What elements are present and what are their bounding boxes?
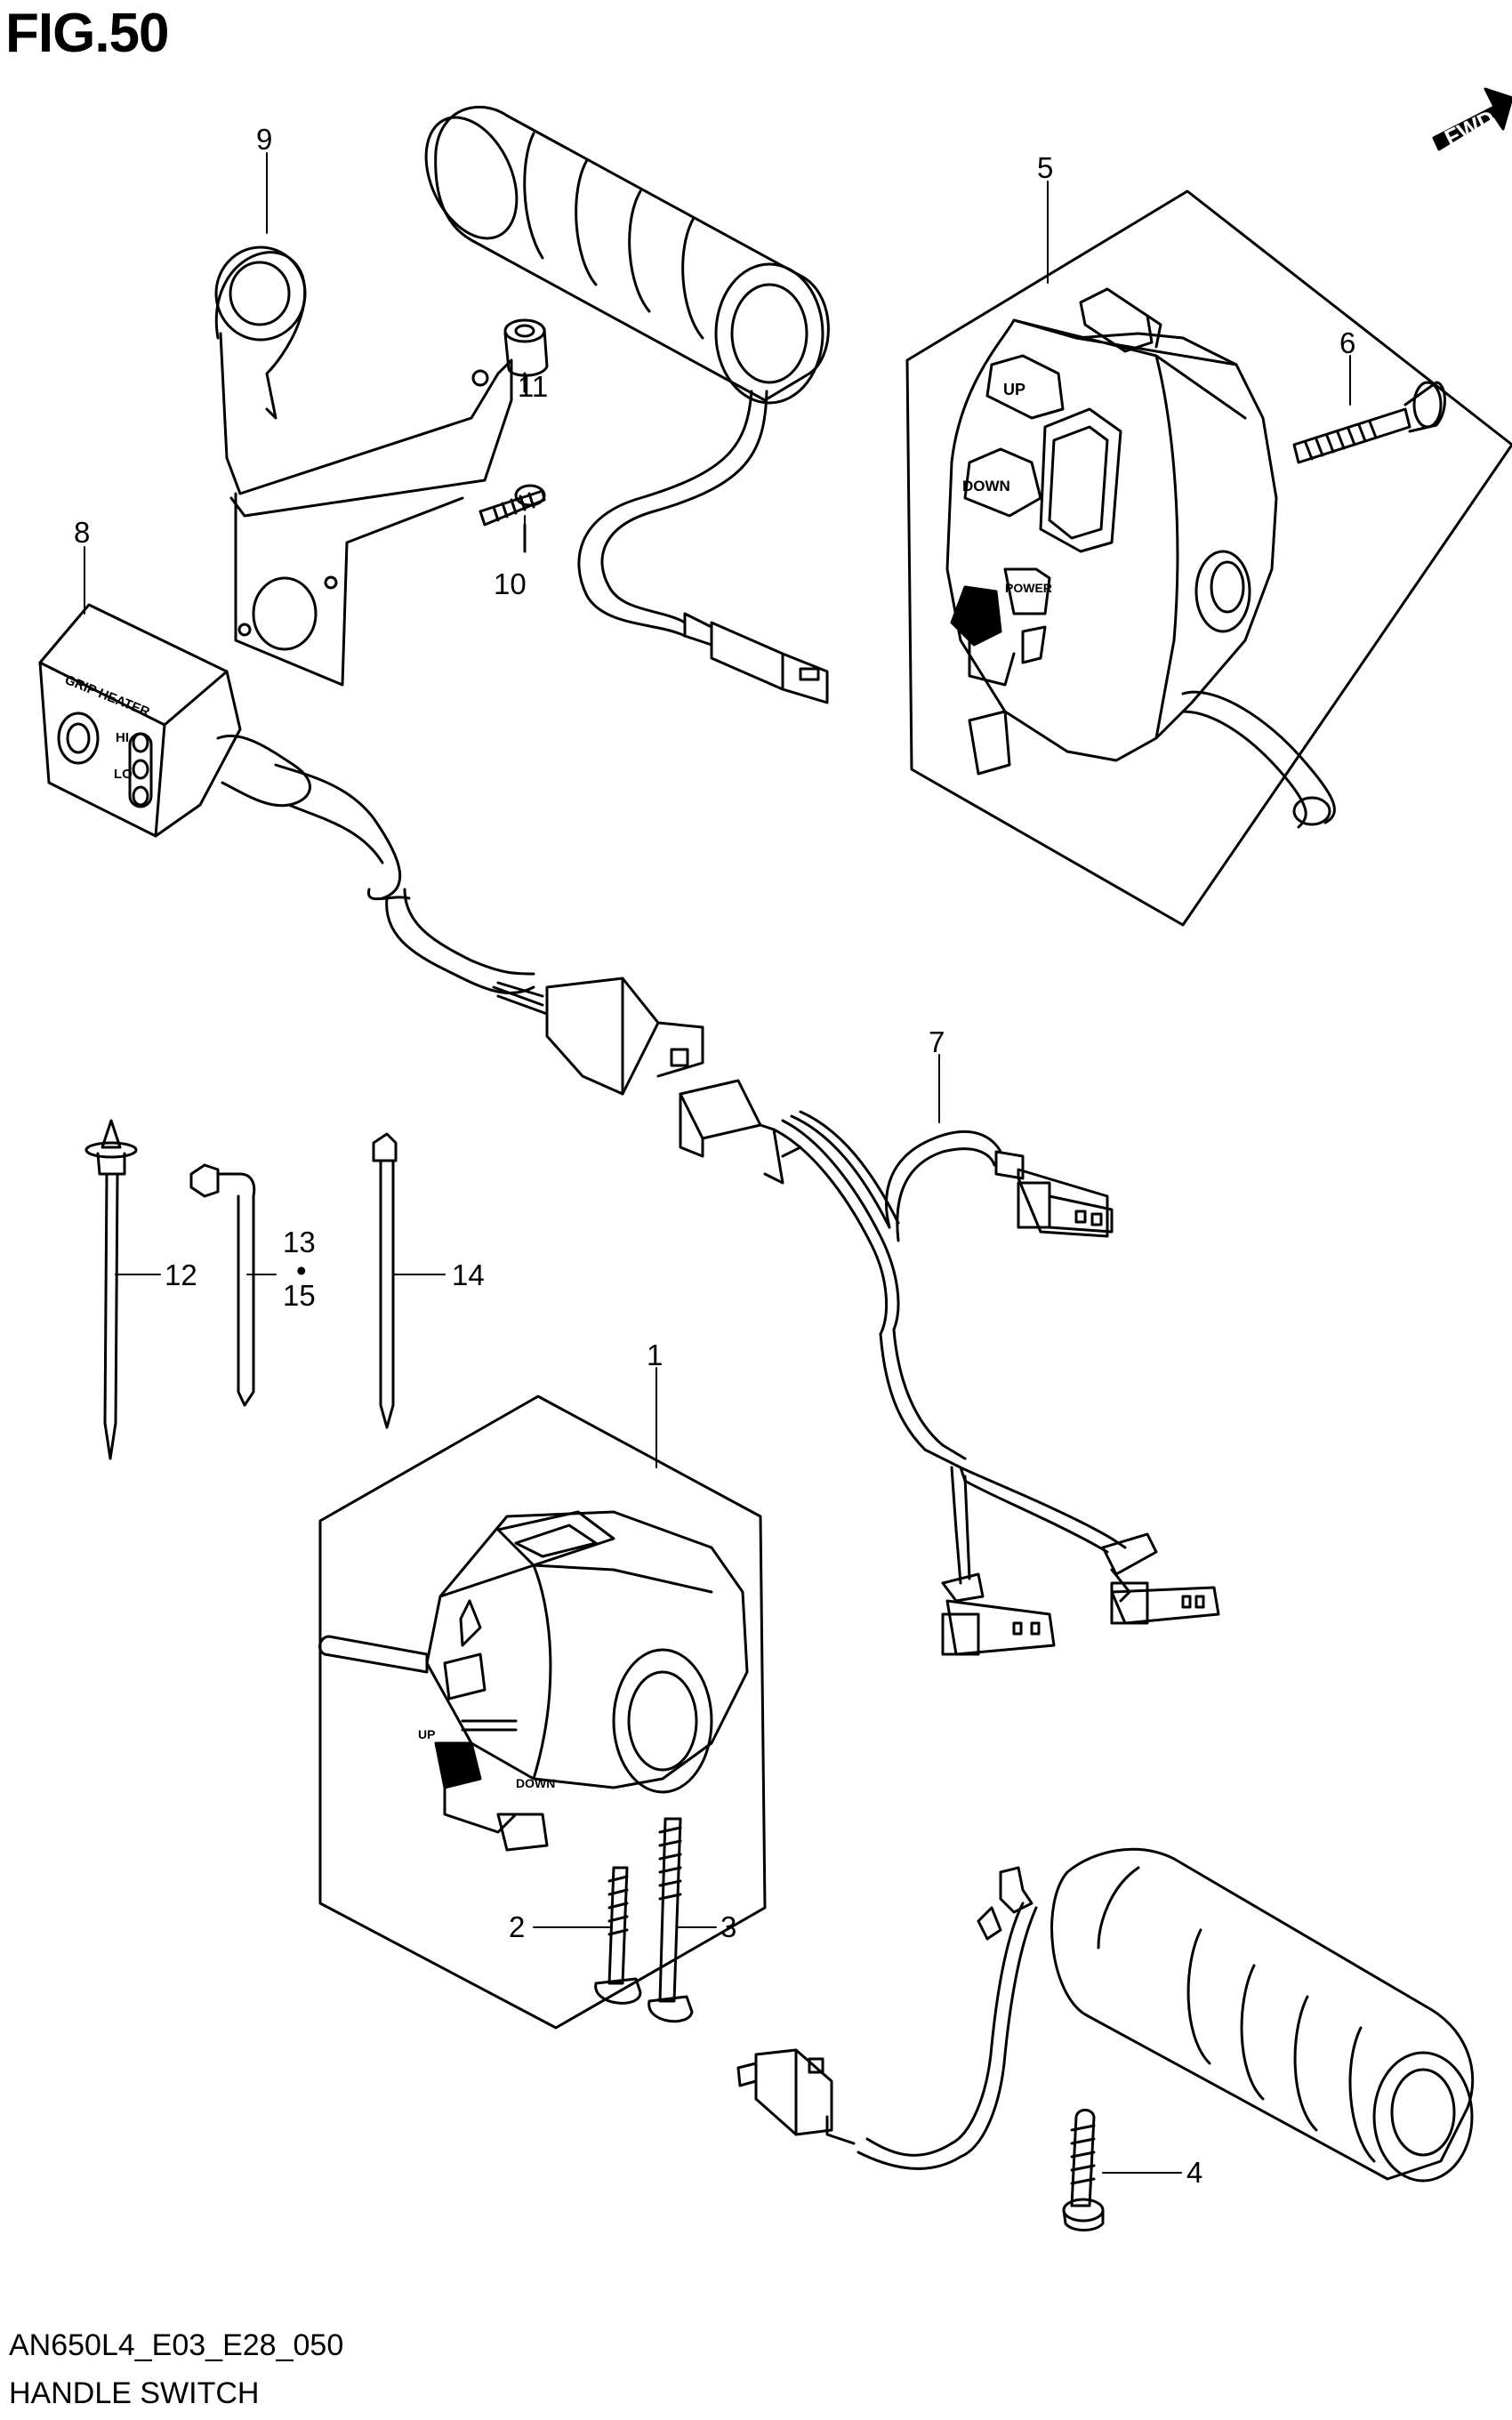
callout-7: 7 [929, 1025, 945, 1058]
left-switch-screw-short [594, 1866, 642, 2005]
bracket-screw [479, 484, 546, 553]
callout-3: 3 [720, 1910, 736, 1943]
cable-tie-straight [372, 1132, 398, 1429]
fwd-arrow-badge: FWD [1432, 87, 1512, 151]
right-down-button-label: DOWN [962, 478, 1010, 494]
callout-9: 9 [256, 123, 272, 156]
left-switch-screw-long [647, 1817, 694, 2023]
cable-tie-hook [189, 1163, 256, 1407]
left-down-label: DOWN [516, 1776, 555, 1790]
left-switch-box [318, 1395, 767, 2030]
callout-15: 15 [283, 1279, 316, 1312]
wiring-harness [772, 1110, 1114, 1483]
harness-branch-connectors [941, 1466, 1220, 1656]
grip-heater-switch [38, 603, 535, 995]
left-handle-switch: UP DOWN [318, 1510, 749, 1852]
callout-separator: • [296, 1254, 307, 1287]
fwd-label: FWD [1440, 104, 1499, 151]
callout-5: 5 [1037, 151, 1053, 184]
heater-switch-lo: LO [114, 767, 133, 782]
right-handle-switch: UP DOWN POWER [945, 287, 1336, 829]
callout-2: 2 [509, 1910, 525, 1943]
right-switch-screw [1292, 381, 1446, 464]
heater-switch-connectors [492, 977, 802, 1185]
grip-connector [736, 2048, 856, 2145]
heater-switch-hi: HI [116, 730, 129, 745]
left-heated-grip [857, 1847, 1475, 2183]
right-up-button-label: UP [1003, 381, 1025, 398]
callout-10: 10 [494, 567, 527, 600]
cable-tie-clip [84, 1119, 138, 1460]
right-heated-grip [424, 105, 830, 704]
figure-code: AN650L4_E03_E28_050 [9, 2328, 344, 2362]
right-power-button-label: POWER [1005, 581, 1052, 595]
callout-11: 11 [518, 370, 548, 403]
figure-title: FIG.50 [5, 3, 170, 64]
callout-4: 4 [1186, 2156, 1202, 2189]
callout-13: 13 [283, 1226, 316, 1258]
callout-leaders [84, 152, 1351, 2174]
left-up-label: UP [418, 1727, 435, 1741]
callout-12: 12 [165, 1258, 197, 1291]
callout-6: 6 [1339, 326, 1355, 359]
right-switch-box [905, 189, 1512, 927]
figure-caption: HANDLE SWITCH [9, 2376, 260, 2410]
callout-1: 1 [647, 1339, 663, 1371]
callout-14: 14 [452, 1258, 485, 1291]
callout-8: 8 [74, 516, 90, 549]
heater-bracket [214, 245, 513, 687]
grip-screw [1062, 2109, 1105, 2231]
